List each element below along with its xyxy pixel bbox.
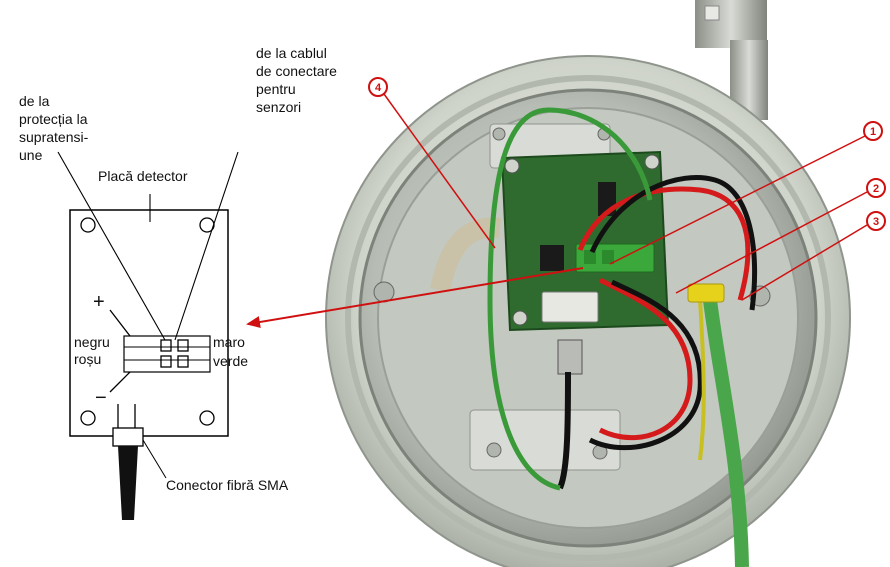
sma-connector-label: Conector fibră SMA <box>166 477 289 493</box>
sensor-cable-label-line1: de la cablul <box>256 45 327 61</box>
overvoltage-label-line2: protecția la <box>19 111 88 127</box>
board-hole-icon <box>80 410 96 426</box>
green-yellow-wire <box>698 299 706 461</box>
callout-1-leader <box>609 135 866 265</box>
terminal-cell <box>160 355 172 368</box>
sensor-cable-label-line3: pentru <box>256 81 296 97</box>
detector-board-label: Placă detector <box>98 168 188 184</box>
bottom-bracket <box>469 409 621 471</box>
terminal-screw <box>602 250 614 264</box>
plus-lead <box>109 309 131 337</box>
overvoltage-label-line3: supratensi- <box>19 129 89 145</box>
callout-4: 4 <box>368 77 496 249</box>
overvoltage-label-line1: de la <box>19 93 50 109</box>
sma-connector-photo <box>557 339 583 375</box>
red-wire-lower <box>598 277 693 441</box>
wire-black-label: negru <box>74 334 110 350</box>
callout-1-number: 1 <box>870 126 876 138</box>
schematic-drawing <box>57 151 239 520</box>
callout-2: 2 <box>675 178 886 294</box>
housing-thread-ring <box>345 75 831 561</box>
screw-icon <box>486 442 502 458</box>
callout-3: 3 <box>741 211 886 301</box>
pcb-mount-hole <box>644 154 660 170</box>
terminal-cell <box>177 355 189 368</box>
gland-label-icon <box>704 5 720 21</box>
detector-board-outline <box>69 209 229 437</box>
sma-receiver <box>541 291 599 323</box>
board-hole-icon <box>199 410 215 426</box>
callout-2-leader <box>675 191 868 294</box>
pointer-arrow <box>246 267 584 328</box>
minus-lead <box>109 371 131 393</box>
overvoltage-label-line4: une <box>19 147 43 163</box>
wire-red-label: roșu <box>74 351 101 367</box>
wire-brown-label: maro <box>213 334 245 350</box>
fiber-cable-drawing <box>118 446 138 520</box>
overvoltage-leader <box>57 151 166 341</box>
screw-icon <box>492 127 506 141</box>
callout-3-leader <box>741 224 868 301</box>
yellow-sleeve <box>687 283 725 303</box>
pcb-mount-hole <box>512 310 528 326</box>
sensor-cable-label-line4: senzori <box>256 99 301 115</box>
screw-icon <box>373 281 395 303</box>
wire-green-label: verde <box>213 353 248 369</box>
earth-cable <box>703 299 749 567</box>
pcb-mount-hole <box>504 158 520 174</box>
pcb-chip <box>540 245 564 271</box>
black-wire-lower <box>588 279 703 451</box>
fiber-cable <box>557 371 571 490</box>
callout-2-number: 2 <box>873 183 879 195</box>
minus-sign: − <box>95 387 107 409</box>
sma-connector-outline <box>112 427 144 447</box>
sma-leader <box>142 439 167 479</box>
housing-photo <box>325 0 851 567</box>
plus-sign: + <box>93 291 105 313</box>
terminal-outline <box>123 335 211 373</box>
green-wire <box>487 107 561 491</box>
sensor-cable-leader <box>174 151 239 341</box>
sensor-cable-label-line2: de conectare <box>256 63 337 79</box>
terminal-cell <box>160 339 172 352</box>
callout-1: 1 <box>609 121 883 265</box>
green-wire-top <box>547 107 653 201</box>
board-hole-icon <box>80 217 96 233</box>
terminal-screw <box>584 250 596 264</box>
callout-4-leader <box>383 93 496 249</box>
red-wire <box>577 186 751 301</box>
callout-4-number: 4 <box>375 82 382 94</box>
callout-3-number: 3 <box>873 216 879 228</box>
terminal-cell <box>177 339 189 352</box>
black-wire <box>589 175 758 311</box>
